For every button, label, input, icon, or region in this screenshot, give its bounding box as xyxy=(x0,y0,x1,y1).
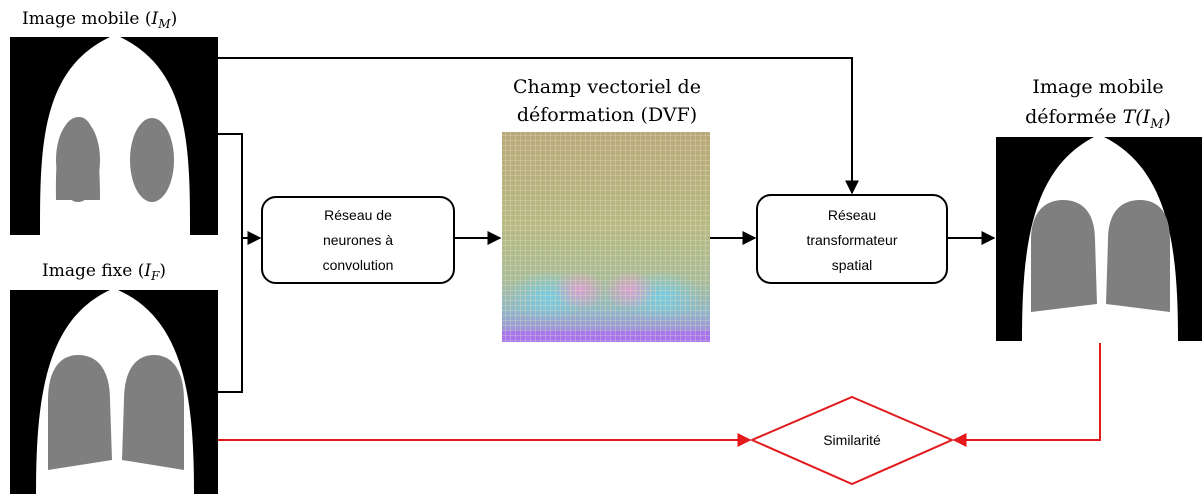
fixed-image xyxy=(10,290,218,494)
cnn-label-line1: Réseau de xyxy=(324,207,392,223)
cnn-label-line2: neurones à xyxy=(323,232,393,248)
deformed-image xyxy=(996,137,1202,341)
loss-arrows xyxy=(218,343,1101,447)
dvf-title-line1: Champ vectoriel de xyxy=(513,76,701,98)
flow-arrows xyxy=(218,57,996,393)
deformed-image-label-line1: Image mobile xyxy=(1032,76,1163,98)
fixed-image-label: Image fixe (IF) xyxy=(42,261,166,283)
similarity-node: Similarité xyxy=(749,395,955,486)
deformed-image-label-line2: déformée T(IM) xyxy=(1025,106,1171,132)
dvf-title-line2: déformation (DVF) xyxy=(517,104,697,126)
cnn-box: Réseau de neurones à convolution xyxy=(261,196,455,284)
stn-label-line1: Réseau xyxy=(828,207,876,223)
moving-image-label: Image mobile (IM) xyxy=(22,9,177,31)
cnn-label-line3: convolution xyxy=(323,257,394,273)
stn-box: Réseau transformateur spatial xyxy=(756,194,948,284)
connector-moving-to-merge xyxy=(218,133,243,238)
stn-label-line3: spatial xyxy=(832,257,872,273)
connector-fixed-to-merge xyxy=(218,238,243,393)
stn-label-line2: transformateur xyxy=(806,232,897,248)
dvf-image xyxy=(502,132,710,342)
moving-image xyxy=(10,37,218,235)
arrow-moving-to-stn xyxy=(218,57,859,195)
arrow-deformed-to-similarity xyxy=(952,343,1101,447)
similarity-label: Similarité xyxy=(823,432,881,448)
